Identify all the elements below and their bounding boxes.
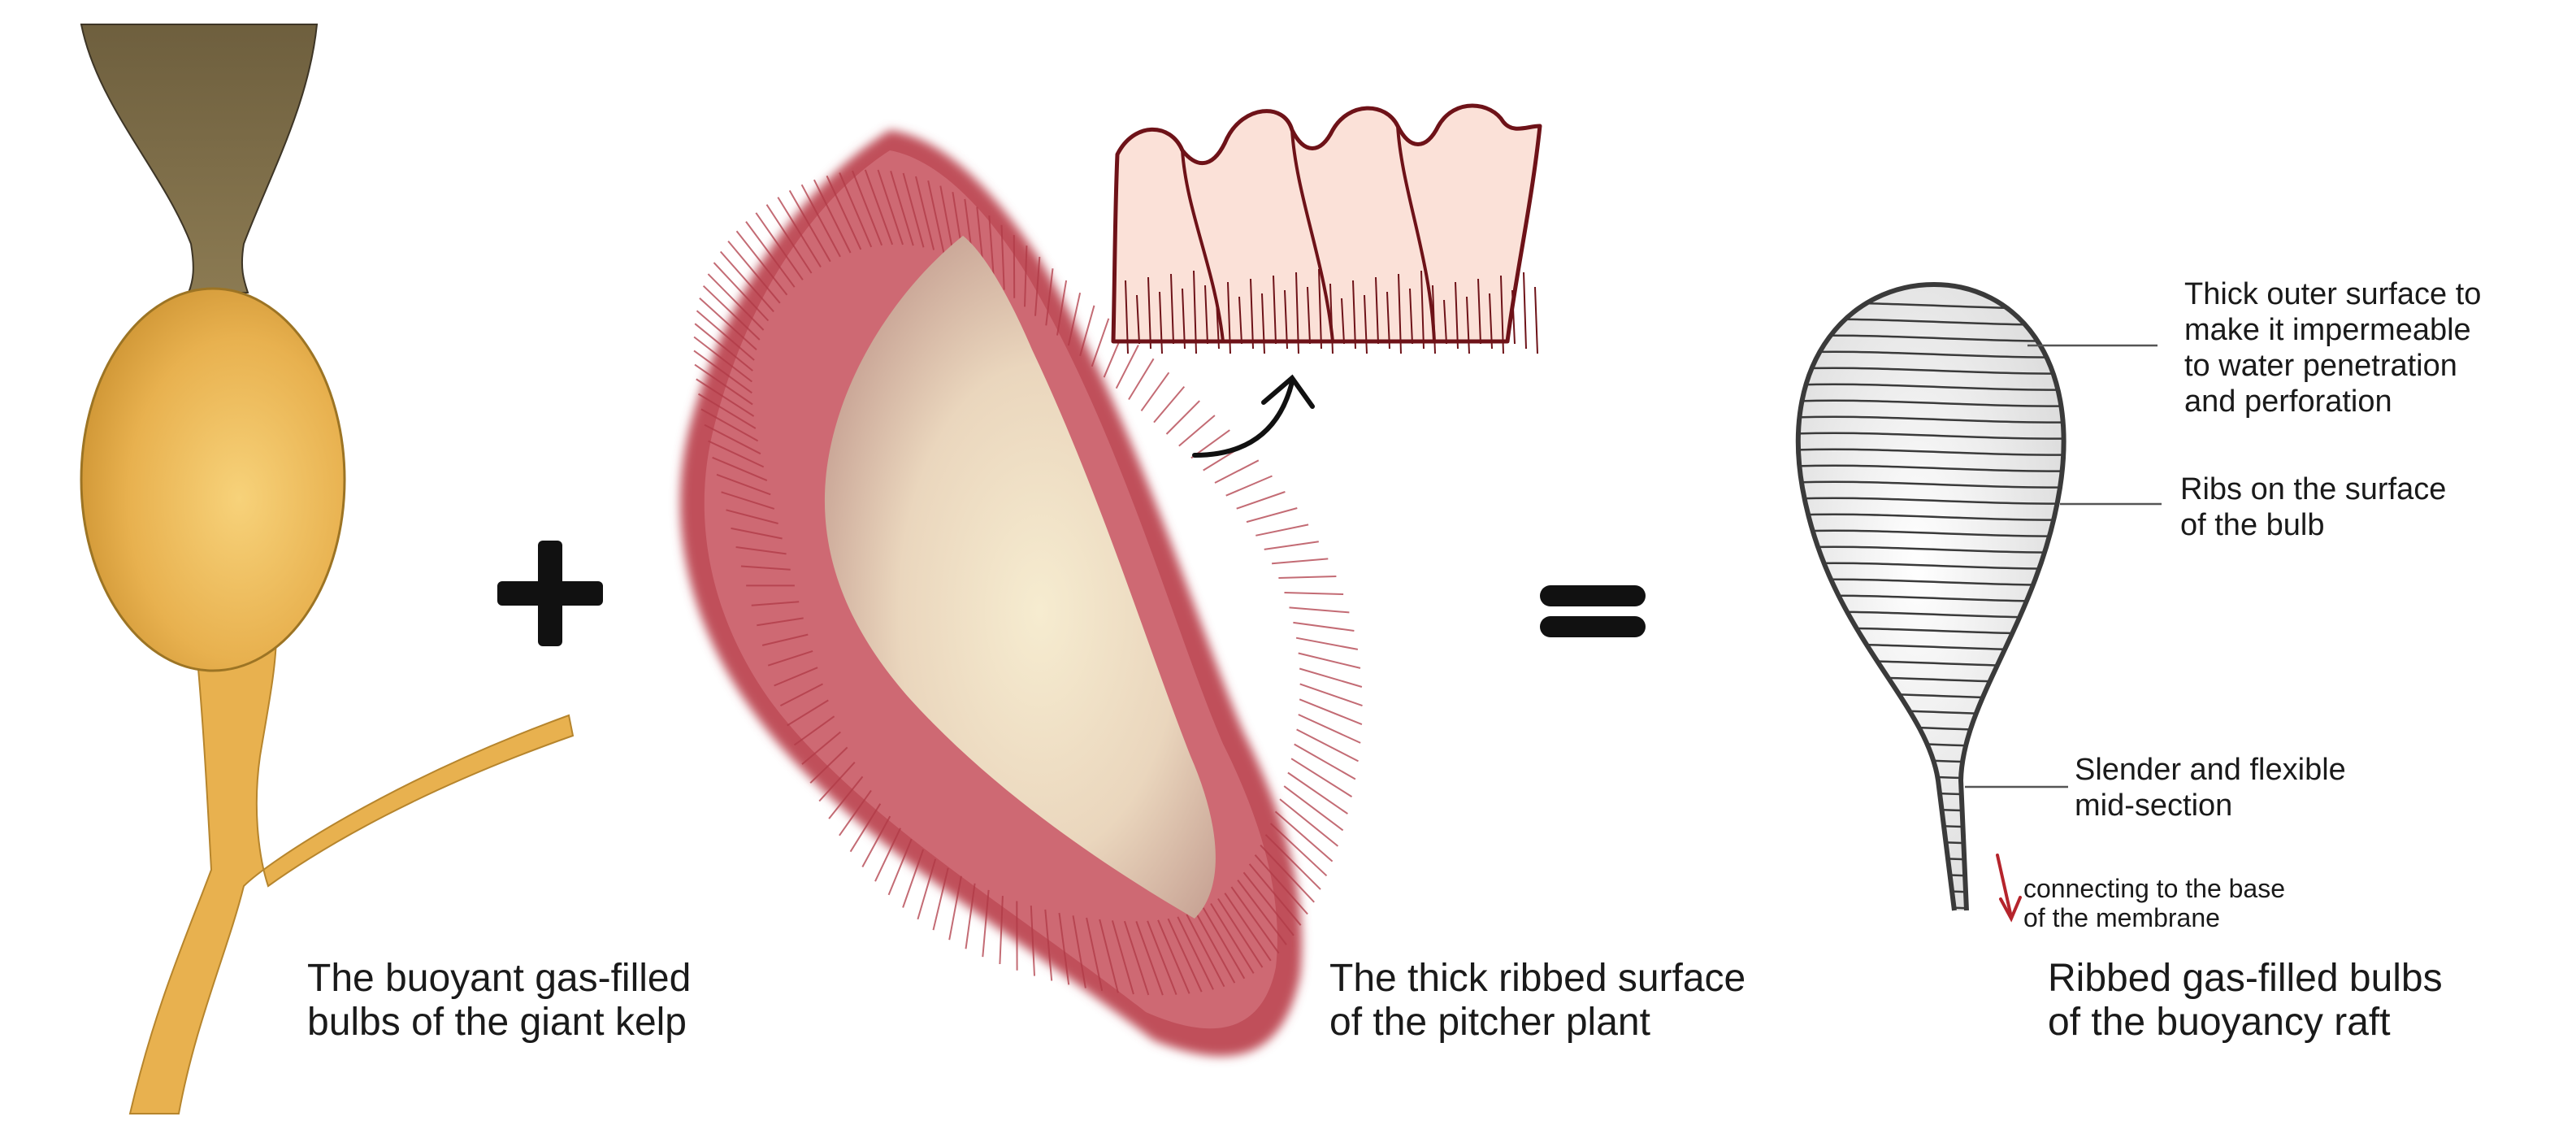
leader-lines xyxy=(1965,344,2162,789)
raft-rib-line xyxy=(1798,806,2064,814)
raft-rib-line xyxy=(1798,464,2064,472)
equals-sign xyxy=(1540,585,1646,637)
curved-arrow-icon xyxy=(1192,374,1315,458)
raft-rib-line xyxy=(1798,399,2064,407)
kelp-caption-line-2: bulbs of the giant kelp xyxy=(307,1001,687,1044)
red-down-arrow-icon xyxy=(1996,854,2022,923)
callout-midsection-line-2: mid-section xyxy=(2075,789,2233,823)
pitcher-caption: The thick ribbed surface of the pitcher … xyxy=(1329,957,1746,1045)
raft-rib-line xyxy=(1798,497,2064,505)
callout-base-line-2: of the membrane xyxy=(2023,903,2220,932)
raft-rib-line xyxy=(1798,383,2064,391)
callout-outer-surface-line-1: Thick outer surface to xyxy=(2184,277,2482,311)
pitcher-caption-line-2: of the pitcher plant xyxy=(1329,1001,1650,1044)
raft-rib-line xyxy=(1798,513,2064,521)
detail-fibre-lines xyxy=(1125,268,1538,354)
raft-rib-line xyxy=(1798,448,2064,456)
kelp-caption: The buoyant gas-filled bulbs of the gian… xyxy=(307,957,691,1045)
kelp-stipe xyxy=(128,633,575,1114)
pitcher-plant-illustration xyxy=(679,130,1363,1057)
callout-outer-surface: Thick outer surface to make it impermeab… xyxy=(2184,276,2481,419)
raft-bulb-illustration xyxy=(1796,281,2066,911)
ribbed-surface-detail xyxy=(1111,103,1542,354)
kelp-upper-stalk xyxy=(80,24,319,293)
raft-rib-line xyxy=(1798,773,2064,781)
raft-caption: Ribbed gas-filled bulbs of the buoyancy … xyxy=(2048,957,2443,1045)
kelp-caption-line-1: The buoyant gas-filled xyxy=(307,957,692,1000)
raft-rib-line xyxy=(1798,480,2064,489)
raft-rib-line xyxy=(1798,838,2064,846)
pitcher-caption-line-1: The thick ribbed surface xyxy=(1329,957,1746,1000)
callout-ribs-line-2: of the bulb xyxy=(2180,508,2325,542)
kelp-gas-bulb xyxy=(80,287,346,672)
raft-rib-line xyxy=(1798,822,2064,830)
raft-caption-line-2: of the buoyancy raft xyxy=(2048,1001,2391,1044)
raft-rib-line xyxy=(1798,432,2064,440)
callout-ribs: Ribs on the surface of the bulb xyxy=(2180,471,2446,543)
callout-ribs-line-1: Ribs on the surface xyxy=(2180,472,2447,506)
callout-outer-surface-line-4: and perforation xyxy=(2184,385,2392,419)
callout-midsection: Slender and flexible mid-section xyxy=(2075,752,2346,823)
callout-outer-surface-line-2: make it impermeable xyxy=(2184,313,2471,347)
callout-base: connecting to the base of the membrane xyxy=(2023,874,2285,932)
raft-rib-line xyxy=(1798,854,2064,862)
raft-rib-line xyxy=(1798,415,2064,424)
plus-sign xyxy=(497,541,603,646)
callout-base-line-1: connecting to the base xyxy=(2023,874,2286,903)
callout-outer-surface-line-3: to water penetration xyxy=(2184,349,2457,383)
pitcher-interior xyxy=(824,236,1216,919)
callout-midsection-line-1: Slender and flexible xyxy=(2075,753,2346,787)
kelp-illustration xyxy=(80,24,575,1114)
raft-caption-line-1: Ribbed gas-filled bulbs xyxy=(2048,957,2443,1000)
raft-rib-line xyxy=(1798,789,2064,797)
